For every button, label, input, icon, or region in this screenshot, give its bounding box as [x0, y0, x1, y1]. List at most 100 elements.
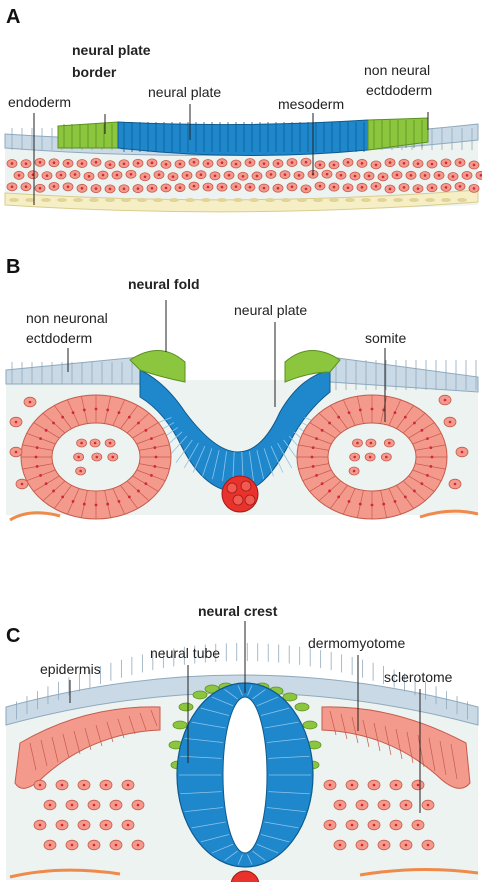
mesenchyme-cell — [441, 183, 451, 191]
mesenchyme-cell — [259, 160, 269, 168]
label-non-neural-ectoderm-line2: ectdoderm — [366, 82, 432, 99]
mesenchyme-cell — [412, 820, 424, 830]
mesenchyme-cell — [175, 184, 185, 192]
mesenchyme-cell — [352, 439, 362, 447]
mesenchyme-cell — [98, 171, 108, 179]
mesenchyme-cell — [252, 172, 262, 180]
mesenchyme-cell — [77, 160, 87, 168]
mesenchyme-cell — [154, 171, 164, 179]
mesenchyme-cell — [399, 159, 409, 167]
mesenchyme-cell — [301, 185, 311, 193]
mesenchyme-cell — [56, 820, 68, 830]
label-endoderm: endoderm — [8, 94, 71, 111]
mesenchyme-cell — [217, 183, 227, 191]
mesenchyme-cell — [7, 159, 17, 167]
mesenchyme-cell — [105, 185, 115, 193]
mesenchyme-cell — [346, 780, 358, 790]
label-neural-crest: neural crest — [198, 603, 277, 620]
mesenchyme-cell — [44, 840, 56, 850]
mesenchyme-cell — [294, 171, 304, 179]
mesenchyme-cell — [133, 185, 143, 193]
label-neural-plate-border: neural plate — [72, 42, 151, 59]
mesenchyme-cell — [315, 161, 325, 169]
mesenchyme-cell — [406, 171, 416, 179]
mesenchyme-cell — [368, 780, 380, 790]
panel-a: A neural plate border endoderm neural pl… — [0, 0, 482, 215]
mesenchyme-cell — [21, 160, 31, 168]
mesenchyme-cell — [76, 467, 86, 475]
mesenchyme-cell — [444, 417, 456, 427]
somite-right — [297, 395, 447, 519]
mesenchyme-cell — [210, 172, 220, 180]
mesenchyme-cell — [78, 820, 90, 830]
mesenchyme-cell — [357, 183, 367, 191]
mesenchyme-cell — [132, 800, 144, 810]
mesenchyme-cell — [378, 173, 388, 181]
mesenchyme-cell — [371, 161, 381, 169]
mesenchyme-cell — [203, 159, 213, 167]
mesenchyme-cell — [189, 182, 199, 190]
mesenchyme-cell — [329, 161, 339, 169]
mesenchyme-cell — [462, 171, 472, 179]
neural-tube-lumen — [223, 697, 267, 853]
mesenchyme-cell — [49, 159, 59, 167]
mesenchyme-cell — [413, 185, 423, 193]
mesenchyme-cell — [161, 184, 171, 192]
mesenchyme-cell — [182, 171, 192, 179]
mesenchyme-cell — [434, 171, 444, 179]
mesenchyme-cell — [105, 161, 115, 169]
mesenchyme-cell — [91, 158, 101, 166]
mesenchyme-cell — [231, 160, 241, 168]
mesenchyme-cell — [356, 800, 368, 810]
mesenchyme-cell — [273, 159, 283, 167]
mesenchyme-cell — [449, 479, 461, 489]
mesenchyme-cell — [147, 159, 157, 167]
mesenchyme-cell — [112, 171, 122, 179]
mesenchyme-cell — [456, 447, 468, 457]
mesenchyme-cell — [334, 800, 346, 810]
mesenchyme-cell — [231, 183, 241, 191]
mesenchyme-cell — [92, 453, 102, 461]
mesenchyme-cell — [203, 183, 213, 191]
mesenchyme-cell — [322, 170, 332, 178]
label-neural-tube: neural tube — [150, 645, 220, 662]
label-mesoderm: mesoderm — [278, 96, 344, 113]
mesenchyme-cell — [350, 172, 360, 180]
mesenchyme-cell — [161, 160, 171, 168]
mesenchyme-cell — [349, 467, 359, 475]
mesenchyme-cell — [133, 159, 143, 167]
mesenchyme-cell — [119, 160, 129, 168]
mesenchyme-cell — [175, 160, 185, 168]
panel-a-diagram — [0, 0, 482, 215]
mesenchyme-cell — [63, 183, 73, 191]
mesenchyme-cell — [42, 172, 52, 180]
mesenchyme-cell — [422, 800, 434, 810]
panel-b-letter: B — [6, 256, 20, 279]
mesenchyme-cell — [88, 800, 100, 810]
mesenchyme-cell — [287, 159, 297, 167]
mesenchyme-cell — [400, 800, 412, 810]
mesenchyme-cell — [455, 182, 465, 190]
mesenchyme-cell — [378, 800, 390, 810]
mesenchyme-cell — [357, 159, 367, 167]
mesenchyme-cell — [28, 171, 38, 179]
mesenchyme-cell — [224, 171, 234, 179]
mesenchyme-cell — [301, 158, 311, 166]
mesenchyme-cell — [469, 161, 479, 169]
ectoderm-left — [6, 357, 140, 384]
label-non-neural-ectoderm: non neural — [364, 62, 430, 79]
mesenchyme-cell — [420, 171, 430, 179]
mesenchyme-cell — [280, 171, 290, 179]
mesenchyme-cell — [385, 185, 395, 193]
mesenchyme-cell — [66, 840, 78, 850]
mesenchyme-cell — [469, 184, 479, 192]
panel-b-diagram — [0, 252, 482, 522]
mesenchyme-cell — [78, 780, 90, 790]
mesenchyme-cell — [245, 158, 255, 166]
mesenchyme-cell — [329, 183, 339, 191]
mesenchyme-cell — [105, 439, 115, 447]
neural-plate-tissue — [118, 120, 368, 156]
mesenchyme-cell — [91, 185, 101, 193]
mesenchyme-cell — [324, 780, 336, 790]
panel-b: B neural fold non neuronal ectdoderm neu… — [0, 252, 482, 522]
